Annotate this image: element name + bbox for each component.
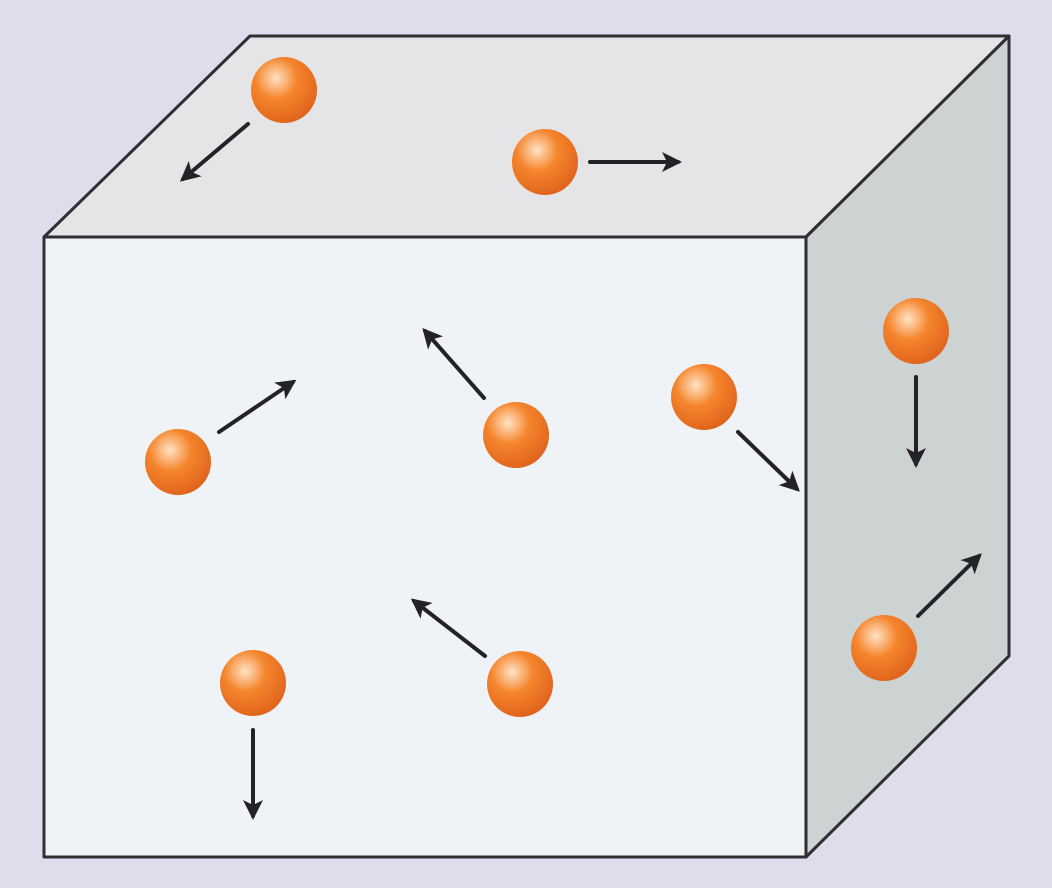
particles-group bbox=[145, 57, 982, 820]
velocity-arrow-up-left bbox=[422, 327, 486, 400]
particle-side-top bbox=[883, 298, 949, 468]
particle-front-right bbox=[671, 364, 800, 492]
particle-side-bottom bbox=[851, 553, 982, 681]
particle-sphere bbox=[483, 402, 549, 468]
particle-top-left bbox=[179, 57, 317, 182]
particle-sphere bbox=[487, 651, 553, 717]
velocity-arrow-up-right bbox=[217, 379, 297, 434]
particle-sphere bbox=[851, 615, 917, 681]
particle-top-center bbox=[512, 129, 682, 195]
particle-front-bottom-left bbox=[220, 650, 286, 820]
particle-sphere bbox=[512, 129, 578, 195]
particle-front-center bbox=[422, 327, 549, 468]
velocity-arrow-down-right bbox=[736, 430, 800, 492]
velocity-arrow-down-left bbox=[179, 122, 250, 182]
particle-sphere bbox=[883, 298, 949, 364]
particle-front-bottom-center bbox=[410, 598, 553, 717]
particle-sphere bbox=[671, 364, 737, 430]
particle-sphere bbox=[251, 57, 317, 123]
particle-sphere bbox=[145, 429, 211, 495]
velocity-arrow-up-left bbox=[410, 598, 487, 658]
particle-sphere bbox=[220, 650, 286, 716]
particle-front-left bbox=[145, 379, 297, 495]
velocity-arrow-up-right bbox=[916, 553, 982, 618]
